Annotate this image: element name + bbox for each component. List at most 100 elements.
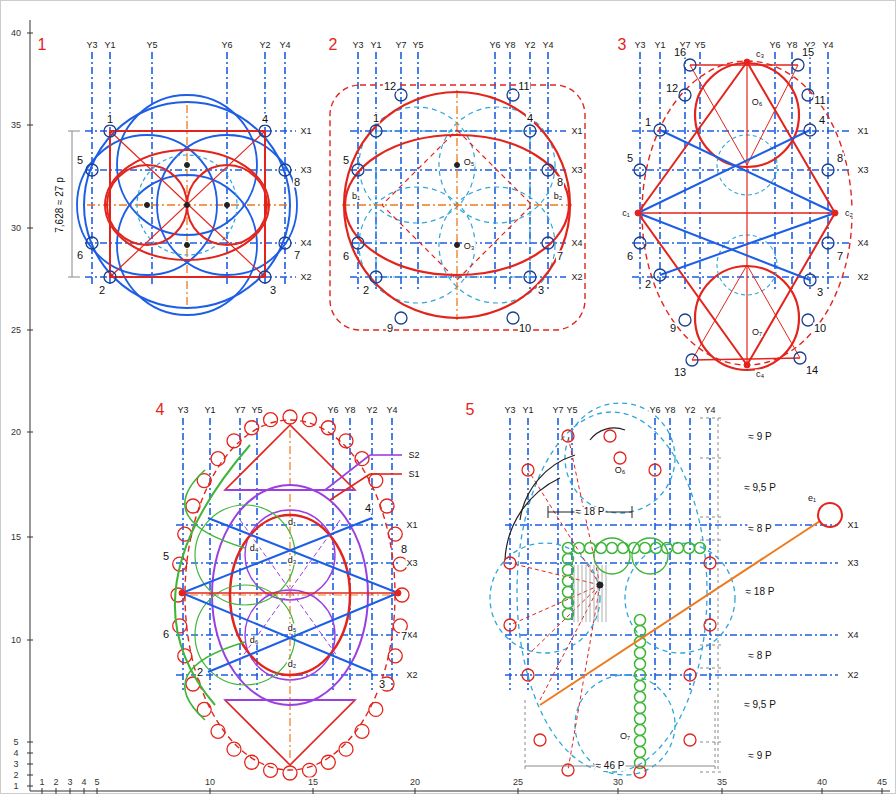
scallop bbox=[355, 452, 369, 466]
dimension-line bbox=[632, 506, 633, 518]
axis-tick-label: 2 bbox=[12, 771, 19, 780]
green-circle bbox=[651, 543, 662, 554]
point-number: 5 bbox=[342, 155, 350, 166]
construction-square bbox=[376, 131, 530, 277]
construction-line bbox=[240, 520, 340, 660]
radial-line bbox=[510, 585, 600, 625]
leader-line bbox=[330, 474, 370, 500]
point-number: 3 bbox=[816, 287, 824, 298]
green-circle bbox=[635, 626, 646, 637]
axis-label: Y8 bbox=[503, 41, 516, 50]
axis-label: X2 bbox=[570, 273, 583, 282]
axis-label: X1 bbox=[405, 521, 418, 530]
green-circle bbox=[607, 543, 618, 554]
green-circle bbox=[563, 543, 574, 554]
green-circle bbox=[563, 587, 574, 598]
dimension-line bbox=[68, 277, 80, 278]
axis-tick-label: 3 bbox=[12, 760, 19, 769]
point-marker bbox=[524, 125, 536, 137]
axis-tick-label: 35 bbox=[10, 121, 22, 130]
axis-label: Y7 bbox=[394, 41, 407, 50]
axis-tick-label: 5 bbox=[12, 738, 19, 747]
construction-circle bbox=[84, 102, 290, 308]
reference-line bbox=[639, 52, 641, 290]
point-label: e₁ bbox=[807, 494, 817, 503]
scallop bbox=[186, 677, 200, 691]
point-marker bbox=[684, 59, 696, 71]
reference-line bbox=[350, 169, 566, 171]
vertex-dot bbox=[744, 59, 750, 65]
point-number: 7 bbox=[400, 631, 408, 642]
reference-line bbox=[509, 418, 511, 690]
axis-label: X2 bbox=[299, 273, 312, 282]
vertex-dot bbox=[744, 362, 750, 368]
point-number: 15 bbox=[801, 47, 815, 58]
axis-tick-label: 15 bbox=[10, 533, 22, 542]
reference-line bbox=[547, 52, 549, 290]
point-number: 2 bbox=[362, 285, 370, 296]
point-number: 1 bbox=[644, 117, 652, 128]
reference-line bbox=[509, 52, 511, 290]
scallop bbox=[302, 413, 316, 427]
point-marker bbox=[504, 557, 516, 569]
dimension-label: ≈ 18 P bbox=[575, 507, 606, 517]
point-number: 4 bbox=[818, 115, 826, 126]
construction-ellipse bbox=[517, 412, 707, 772]
reference-line bbox=[400, 52, 402, 290]
axis-tick bbox=[882, 788, 883, 794]
axis-label: Y4 bbox=[703, 406, 716, 415]
leader-line bbox=[370, 473, 402, 475]
panel-number: 3 bbox=[617, 37, 628, 53]
green-circle bbox=[635, 648, 646, 659]
construction-circle bbox=[187, 165, 267, 245]
axis-label: Y5 bbox=[565, 406, 578, 415]
axis-tick-label: 20 bbox=[409, 778, 421, 787]
point-number: 5 bbox=[162, 551, 170, 562]
axis-tick-label: 40 bbox=[816, 778, 828, 787]
green-circle bbox=[618, 543, 629, 554]
point-label: O₆ bbox=[614, 466, 627, 475]
hatching bbox=[590, 565, 591, 622]
construction-square bbox=[330, 85, 585, 330]
point-marker bbox=[684, 734, 696, 746]
scallop bbox=[227, 742, 241, 756]
axis-label: Y5 bbox=[250, 406, 263, 415]
triangle bbox=[225, 425, 355, 490]
reference-line bbox=[284, 52, 286, 285]
point-number: 2 bbox=[98, 285, 106, 296]
dimension-label: ≈ 8 P bbox=[747, 524, 772, 534]
reference-line bbox=[659, 52, 661, 290]
point-number: 11 bbox=[813, 95, 826, 106]
reference-line bbox=[669, 418, 671, 690]
point-marker bbox=[634, 766, 646, 778]
center-dot bbox=[145, 203, 150, 208]
axis-label: Y1 bbox=[103, 41, 116, 50]
point-number: 6 bbox=[162, 629, 170, 640]
point-marker bbox=[522, 669, 534, 681]
construction-line bbox=[225, 489, 355, 491]
axis-label: Y4 bbox=[821, 41, 834, 50]
radial-line bbox=[528, 585, 600, 655]
leader-line bbox=[325, 455, 370, 490]
axis-tick-label: 30 bbox=[10, 224, 22, 233]
point-marker bbox=[614, 452, 626, 464]
dimension-label: ≈ 9 P bbox=[747, 751, 772, 761]
point-marker bbox=[679, 89, 691, 101]
angle-arc bbox=[520, 455, 575, 520]
dimension-line bbox=[700, 418, 724, 419]
axis-label: X4 bbox=[570, 239, 583, 248]
construction-line bbox=[660, 213, 835, 275]
axis-tick bbox=[27, 786, 33, 787]
dimension-line bbox=[68, 131, 80, 132]
green-circle bbox=[635, 714, 646, 725]
green-circle bbox=[695, 543, 706, 554]
construction-line bbox=[747, 65, 798, 165]
green-circle bbox=[594, 538, 630, 574]
axis-tick bbox=[56, 788, 57, 794]
axis-tick bbox=[97, 788, 98, 794]
construction-line bbox=[660, 130, 835, 213]
axis-tick bbox=[415, 788, 416, 794]
axis-tick-label: 4 bbox=[80, 778, 87, 787]
green-arc bbox=[185, 642, 245, 720]
